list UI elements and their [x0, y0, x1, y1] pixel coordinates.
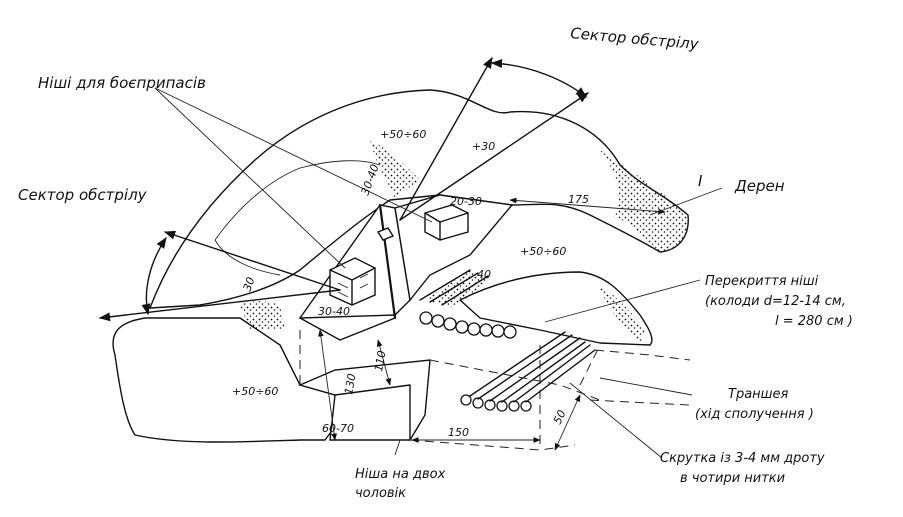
dim-side-30: 30	[241, 275, 258, 293]
berm-right	[459, 271, 653, 346]
label-turf: Дерен	[734, 177, 785, 195]
label-trench-2: (хід сполучення )	[695, 407, 814, 422]
dim-side-130: 130	[342, 373, 358, 396]
label-trench: Траншея	[728, 387, 789, 402]
log-end	[479, 323, 493, 337]
log-end	[496, 400, 508, 412]
log-end	[460, 394, 472, 406]
berm-shading-right	[600, 150, 689, 252]
log-cover	[419, 269, 596, 412]
berm-lower-left	[112, 317, 341, 443]
berm-lower-left-edge	[240, 301, 285, 330]
log-end	[508, 400, 520, 412]
fire-sector-top	[399, 57, 589, 221]
dim-berm-left: +50÷60	[232, 385, 278, 398]
two-man-niche-inner	[334, 384, 411, 441]
label-niche-cover-2: (колоди d=12-14 см,	[705, 294, 846, 309]
label-niche-cover-3: l = 280 см )	[775, 314, 853, 329]
label-niche-cover: Перекриття ніші	[705, 274, 819, 289]
dim-parapet: +30	[472, 140, 495, 153]
log-end	[455, 320, 469, 334]
label-wire-tie: Скрутка із 3-4 мм дроту	[660, 451, 825, 466]
dim-niche-lower-size: 30-40	[318, 305, 350, 318]
log-end	[467, 322, 481, 336]
label-turf-marker: I	[698, 172, 703, 190]
text-labels: Ніші для боєприпасів Сектор обстрілу Сек…	[18, 24, 853, 501]
label-fire-sector-left: Сектор обстрілу	[18, 186, 148, 204]
pit-front-lip	[299, 317, 396, 341]
berm-upper-crest	[214, 160, 381, 241]
ammo-niche-lower	[329, 257, 376, 306]
label-two-man-niche: Ніша на двох	[355, 467, 446, 482]
dim-niche-height: 40	[477, 268, 491, 281]
label-two-man-niche-2: чоловік	[355, 486, 406, 501]
label-fire-sector-top: Сектор обстрілу	[570, 24, 701, 53]
log-end	[484, 399, 496, 411]
dimension-lines	[318, 197, 666, 451]
berm-right-shading	[600, 285, 645, 345]
log-end	[443, 317, 457, 331]
log-end	[431, 314, 445, 328]
log-end	[419, 311, 433, 325]
berm-upper-crest-2	[214, 239, 281, 276]
pit-wall-back	[394, 194, 514, 302]
dim-berm-top: +50÷60	[380, 128, 426, 141]
label-wire-tie-2: в чотири нитки	[680, 471, 785, 486]
log-shading	[425, 270, 490, 308]
log-end	[472, 397, 484, 409]
log-end	[503, 325, 517, 339]
fire-sector-left	[98, 230, 341, 322]
dim-niche-upper-size: 30-40	[359, 163, 382, 197]
dim-side-60-70: 60-70	[322, 422, 354, 435]
log-end	[491, 324, 505, 338]
dim-length-150: 150	[448, 426, 469, 439]
log-end	[520, 400, 532, 412]
log-body	[469, 331, 596, 403]
dim-berm-right: +50÷60	[520, 245, 566, 258]
parapet-box	[376, 227, 395, 241]
pit-floor-edge	[378, 203, 397, 320]
leader-lines	[154, 87, 723, 459]
berm-shading-top	[370, 140, 420, 198]
dim-niche-top: 20-30	[450, 195, 482, 208]
dim-width-175: 175	[568, 193, 589, 206]
dim-depth-50: 50	[551, 408, 569, 426]
dim-side-110: 110	[372, 350, 388, 373]
label-ammo-niches: Ніші для боєприпасів	[38, 74, 206, 92]
ammo-niche-upper	[424, 204, 469, 241]
